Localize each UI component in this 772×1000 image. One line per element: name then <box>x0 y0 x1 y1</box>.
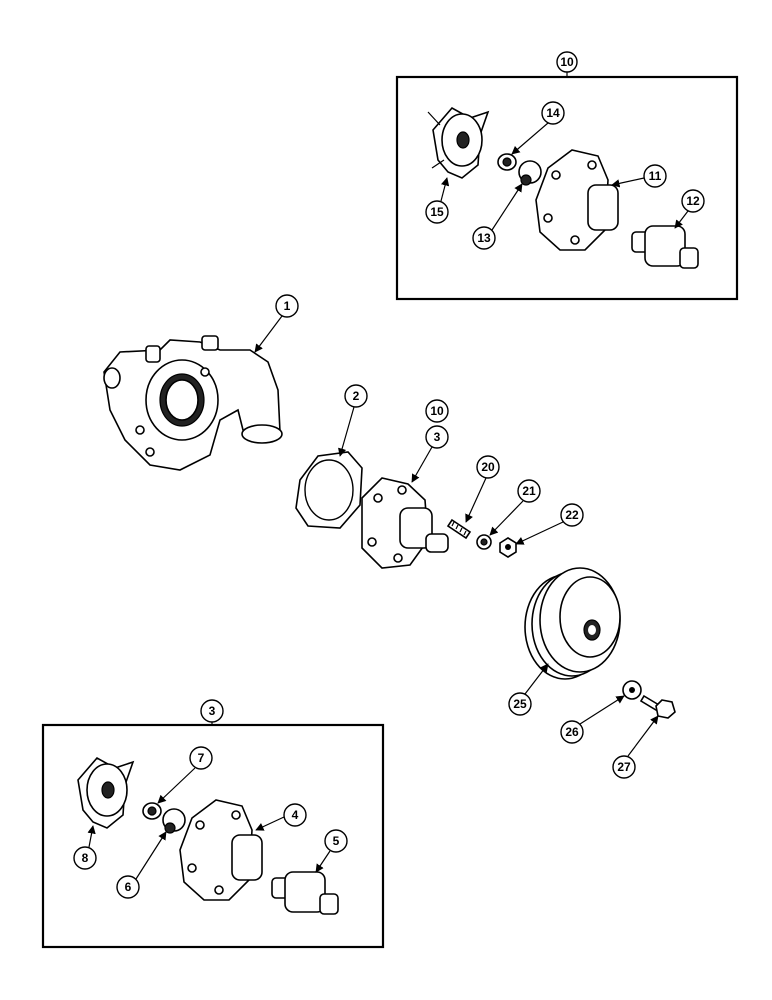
kit-3-frame <box>41 723 385 949</box>
callout-26[interactable]: 26 <box>560 720 584 744</box>
gasket-part <box>295 451 363 529</box>
callout-22[interactable]: 22 <box>560 503 584 527</box>
svg-text:25: 25 <box>513 697 527 711</box>
svg-text:4: 4 <box>292 808 299 822</box>
callout-12[interactable]: 12 <box>681 189 705 213</box>
svg-text:10: 10 <box>430 404 444 418</box>
callout-10-box[interactable]: 10 <box>556 51 578 73</box>
pump-housing-part-kit3 <box>179 799 263 901</box>
svg-text:21: 21 <box>522 484 536 498</box>
impeller-part-kit3 <box>77 756 135 829</box>
stud-part <box>446 518 472 540</box>
shaft-bearing-part <box>631 225 699 269</box>
callout-20[interactable]: 20 <box>476 455 500 479</box>
svg-text:22: 22 <box>565 508 579 522</box>
callout-5[interactable]: 5 <box>324 829 348 853</box>
svg-text:10: 10 <box>560 55 574 69</box>
kit-10-group: 10 <box>395 51 739 301</box>
svg-text:3: 3 <box>434 430 441 444</box>
callout-6[interactable]: 6 <box>116 875 140 899</box>
bushing-part <box>518 160 542 186</box>
svg-text:13: 13 <box>477 231 491 245</box>
callout-4[interactable]: 4 <box>283 803 307 827</box>
callout-1[interactable]: 1 <box>275 294 299 318</box>
svg-text:6: 6 <box>125 880 132 894</box>
callout-10[interactable]: 10 <box>425 399 449 423</box>
callout-2[interactable]: 2 <box>344 384 368 408</box>
svg-text:3: 3 <box>209 704 216 718</box>
svg-text:20: 20 <box>481 460 495 474</box>
svg-text:2: 2 <box>353 389 360 403</box>
svg-text:8: 8 <box>82 851 89 865</box>
callout-21[interactable]: 21 <box>517 479 541 503</box>
svg-text:7: 7 <box>198 751 205 765</box>
svg-text:26: 26 <box>565 725 579 739</box>
callout-25[interactable]: 25 <box>508 692 532 716</box>
callout-11[interactable]: 11 <box>643 164 667 188</box>
pump-housing-part <box>535 149 619 251</box>
callout-13[interactable]: 13 <box>472 226 496 250</box>
water-pump-assembly-part <box>361 477 449 569</box>
callout-3-box[interactable]: 3 <box>200 699 224 723</box>
svg-text:15: 15 <box>430 205 444 219</box>
kit-3-group: 3 <box>41 699 385 949</box>
callout-14[interactable]: 14 <box>541 101 565 125</box>
callout-8[interactable]: 8 <box>73 846 97 870</box>
seal-part <box>497 153 517 171</box>
nut-part <box>499 537 517 558</box>
shaft-bearing-part-kit3 <box>271 871 339 915</box>
svg-text:1: 1 <box>284 299 291 313</box>
impeller-part <box>427 106 490 179</box>
seal-part-kit3 <box>142 802 162 820</box>
washer-part <box>622 680 642 700</box>
svg-text:27: 27 <box>617 760 631 774</box>
lock-washer-part <box>476 534 492 550</box>
pulley-part <box>524 567 621 680</box>
callout-7[interactable]: 7 <box>189 746 213 770</box>
pump-body-elbow-part <box>103 335 283 471</box>
bolt-part <box>639 694 676 719</box>
callout-27[interactable]: 27 <box>612 755 636 779</box>
svg-text:11: 11 <box>649 169 662 183</box>
bushing-part-kit3 <box>162 808 186 834</box>
svg-text:12: 12 <box>686 194 700 208</box>
svg-text:14: 14 <box>546 106 560 120</box>
svg-text:5: 5 <box>333 834 340 848</box>
callout-3[interactable]: 3 <box>425 425 449 449</box>
callout-15[interactable]: 15 <box>425 200 449 224</box>
